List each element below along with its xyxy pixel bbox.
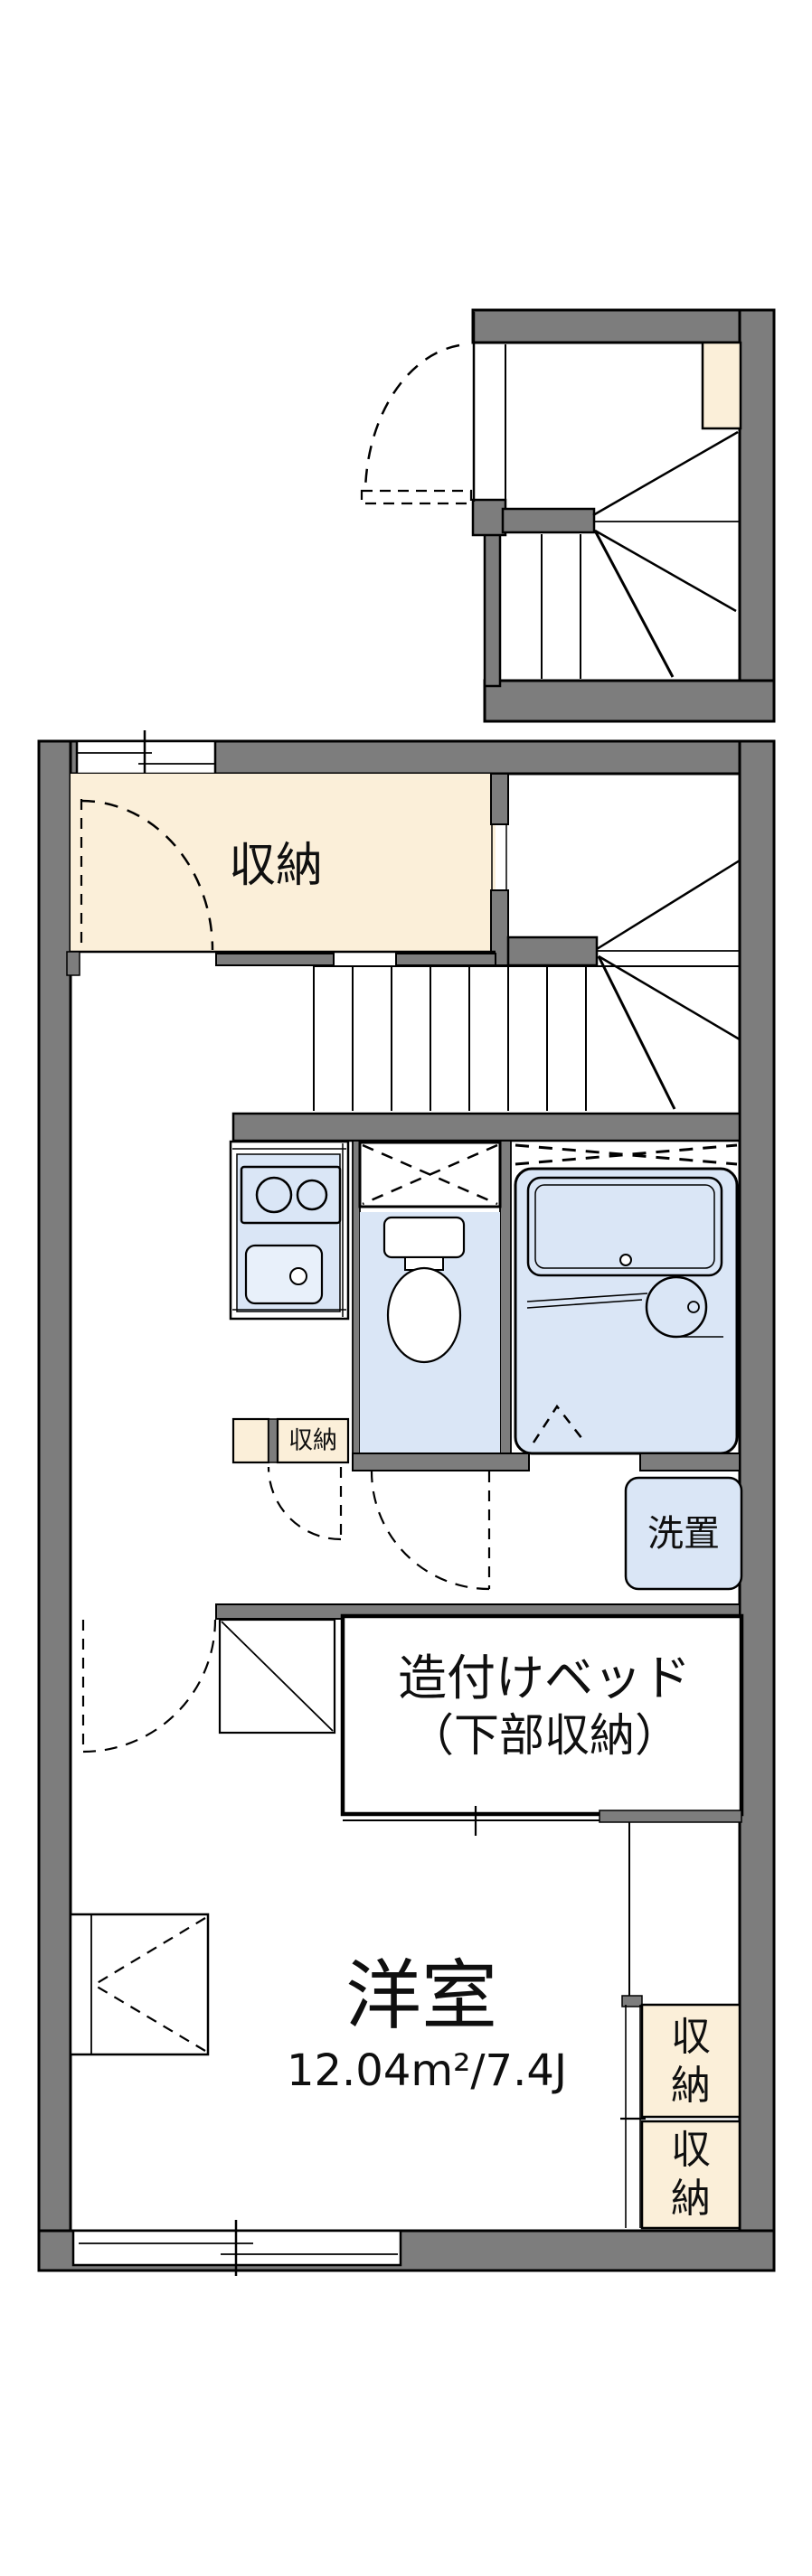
bedroom-closets [620, 2003, 741, 2230]
built-in-bed [340, 1613, 744, 1817]
closet-lower-label-char2: 納 [671, 2176, 711, 2222]
shower-symbol [532, 1404, 583, 1443]
washbasin-drain [687, 1301, 700, 1313]
hall-storage-box-right [276, 1417, 350, 1464]
upper-top-wall [471, 308, 776, 344]
built-in-bed-label-line2: （下部収納） [409, 1709, 680, 1762]
bath-folding-door-line-2 [515, 1143, 738, 1166]
left-window-swing-1 [93, 1917, 206, 1986]
hall-storage [231, 1417, 350, 1464]
upper-winder-line-4 [593, 530, 675, 678]
closet-upper-label: 収 納 [671, 2017, 711, 2106]
toilet-bowl [386, 1266, 462, 1364]
stair-winder-line-1 [596, 859, 741, 951]
laundry-label: 洗置 [647, 1513, 720, 1555]
cabinet-cross-line-2 [362, 1143, 498, 1206]
bath-washbasin [645, 1275, 708, 1339]
built-in-bed-label-line1: 造付けベッド [398, 1650, 691, 1706]
bath-south-wall [639, 1453, 741, 1471]
stove-burner-right [296, 1179, 328, 1211]
upper-door-swing-arc [364, 343, 460, 492]
western-room-size-label: 12.04m²/7.4J [286, 2045, 568, 2096]
kitchen [229, 1112, 741, 1321]
hall-storage-divider [268, 1418, 279, 1463]
bottom-window [71, 2220, 402, 2276]
upper-door-leaf [360, 489, 473, 505]
bath-deck-line-2 [526, 1299, 643, 1309]
bath-folding-door-line-1 [515, 1143, 738, 1166]
main-right-wall [738, 739, 776, 2272]
stair-winder-line-3 [598, 954, 741, 1041]
stair-landing-wall [506, 935, 599, 967]
upper-shoe-cabinet [701, 341, 742, 430]
upper-right-wall [738, 308, 776, 723]
main-floor [37, 730, 776, 2276]
toilet-room [352, 1140, 530, 1471]
closet-lower-box [640, 2120, 741, 2230]
appliance-space-diagonal [221, 1621, 334, 1732]
upper-stairwell [360, 308, 776, 723]
laundry-box [624, 1476, 743, 1591]
top-window-frame [75, 739, 217, 776]
stove-burner-left [255, 1176, 293, 1214]
main-staircase [313, 859, 741, 1111]
storage-room-floor [71, 774, 496, 952]
kitchen-north-wall [231, 1112, 741, 1142]
closet-upper-box [640, 2003, 741, 2119]
hall-doors [267, 1466, 491, 1591]
closet-wall-stub [621, 1995, 643, 2007]
bedroom-door-swing-arc [82, 1619, 217, 1753]
bathtub [526, 1176, 723, 1277]
bath-deck-line-1 [526, 1293, 648, 1302]
storage-room-label: 収納 [228, 839, 324, 893]
closet-lower-label-char1: 収 [671, 2127, 711, 2173]
bath-door-swing-arc [370, 1471, 490, 1591]
storage-east-wall-upper [490, 773, 509, 825]
western-room-label: 洋室 [345, 1951, 498, 2040]
toilet-tank [382, 1216, 466, 1259]
bathroom [514, 1143, 741, 1471]
hall-storage-label: 収納 [288, 1426, 337, 1455]
upper-winder-line-1 [592, 430, 739, 517]
stair-winder-line-4 [597, 955, 676, 1110]
main-left-wall [37, 739, 72, 2272]
upper-left-lower-wall [483, 531, 502, 688]
bathtub-drain [619, 1254, 632, 1266]
upper-winder-line-3 [594, 529, 737, 613]
storage-south-wall-2 [395, 953, 496, 966]
closet-lower-label: 収 納 [671, 2130, 711, 2219]
bedroom-zone [81, 1603, 744, 2007]
storage-room [66, 773, 509, 976]
storage-left-stub [66, 951, 80, 976]
storage-south-wall-1 [215, 953, 335, 966]
upper-landing-wall-v [471, 498, 507, 537]
left-window-frame [69, 1913, 210, 2056]
toilet-east-wall [499, 1140, 512, 1463]
bed-side-wall [599, 1810, 742, 1823]
toilet-south-wall [352, 1453, 530, 1471]
bedroom-left-window [69, 1913, 210, 2056]
bathtub-inner [534, 1184, 715, 1269]
upper-landing-wall-h [501, 507, 596, 534]
closet-upper-label-char2: 納 [671, 2063, 711, 2109]
sink-drain [289, 1267, 307, 1285]
kitchen-sink [244, 1244, 324, 1305]
storage-door-swing-arc [80, 799, 214, 951]
closet-upper-label-char1: 収 [671, 2014, 711, 2060]
upper-bottom-wall [483, 679, 776, 723]
toilet-door-swing-arc [267, 1466, 342, 1541]
left-window-swing-2 [93, 1984, 206, 2052]
hall-storage-box-left [231, 1417, 270, 1464]
